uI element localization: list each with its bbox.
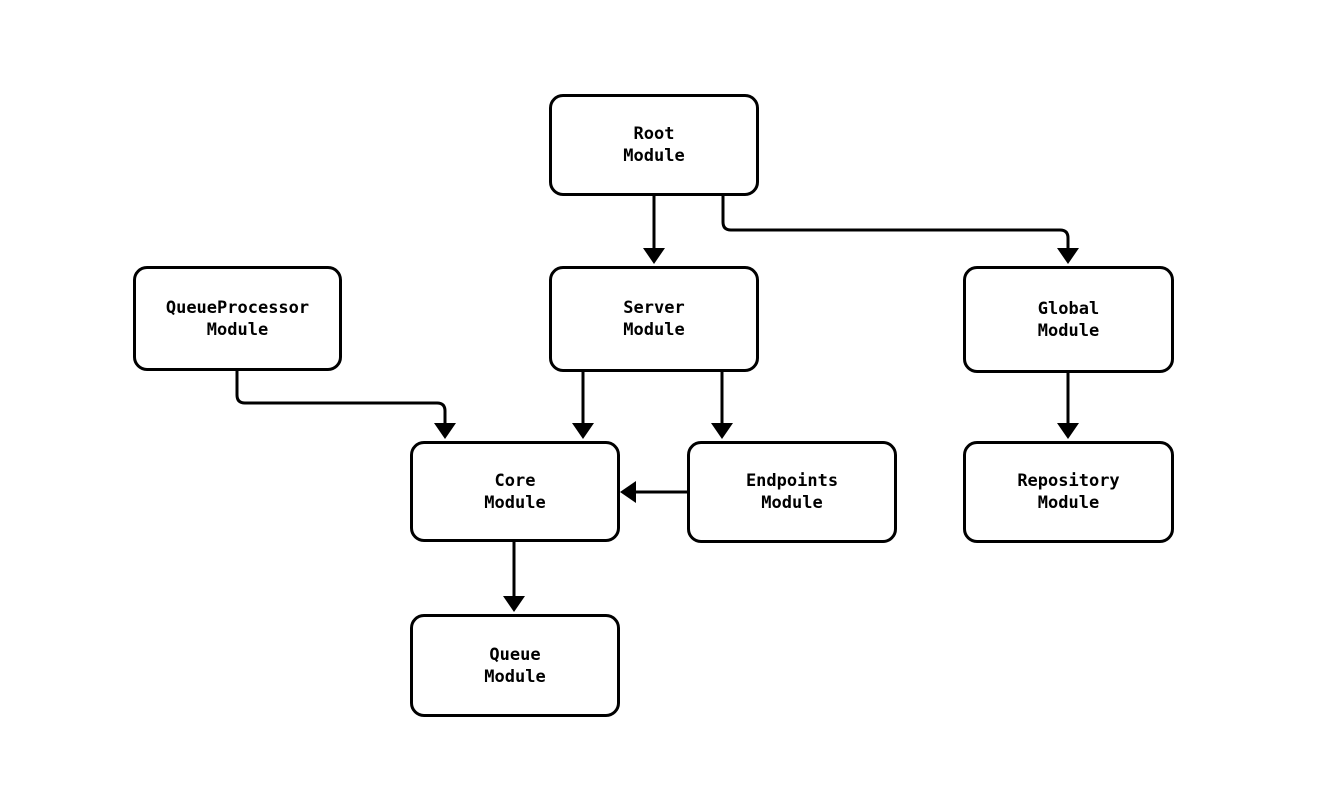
node-label-root: Root Module [623,124,685,166]
node-label-queue: Queue Module [484,644,546,687]
arrowhead-queueprocessor-core [434,423,456,439]
arrowhead-global-repository [1057,423,1079,439]
node-label-global: Global Module [1037,298,1100,341]
edge-queueprocessor-core [235,371,447,427]
node-label-endpoints: Endpoints Module [745,471,839,513]
arrowhead-endpoints-core [620,481,636,503]
node-repository[interactable]: Repository Module [963,441,1174,543]
edge-root-global [721,196,1070,252]
node-endpoints[interactable]: Endpoints Module [687,441,897,543]
arrowhead-core-queue [503,596,525,612]
node-global[interactable]: Global Module [963,266,1174,373]
node-label-server: Server Module [623,298,685,340]
node-queueprocessor[interactable]: QueueProcessor Module [133,266,342,371]
node-label-repository: Repository Module [1017,471,1120,513]
node-label-core: Core Module [484,470,546,513]
node-queue[interactable]: Queue Module [410,614,620,717]
arrowhead-root-global [1057,248,1079,264]
arrowhead-server-endpoints [711,423,733,439]
arrowhead-server-core [572,423,594,439]
node-core[interactable]: Core Module [410,441,620,542]
node-server[interactable]: Server Module [549,266,759,372]
arrowhead-root-server [643,248,665,264]
node-root[interactable]: Root Module [549,94,759,196]
node-label-queueprocessor: QueueProcessor Module [165,297,310,340]
